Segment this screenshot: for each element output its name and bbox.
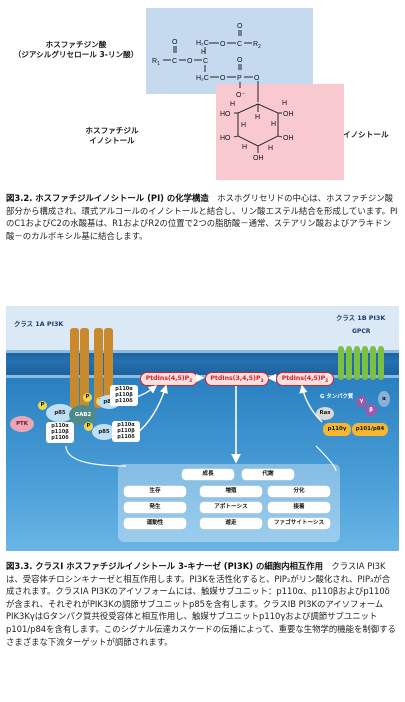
figure-3-2-caption: 図3.2. ホスファチジルイノシトール (PI) の化学構造 ホスホグリセリドの…: [6, 192, 398, 242]
gpcr-label: GPCR: [352, 328, 371, 335]
svg-text:H: H: [255, 114, 260, 121]
svg-text:H: H: [282, 100, 287, 107]
phosphatidic-acid-box: [146, 8, 313, 94]
p101-p84: p101/p84: [352, 423, 388, 436]
class1b-title: クラス 1B PI3K: [336, 314, 386, 322]
output-phagocytosis: ファゴサイトーシス: [268, 518, 330, 529]
pi-structure-diagram: R1 C O O H₂C C H H₂C O C O R2 O P O O⁻ O: [146, 8, 344, 180]
g-gamma: γ: [356, 396, 367, 407]
output-proliferation: 増殖: [200, 486, 262, 497]
p85-protein-1: p85: [46, 404, 74, 422]
output-migration: 遊走: [200, 518, 262, 529]
svg-text:OH: OH: [283, 111, 294, 118]
gpcr-receptor: [338, 340, 390, 384]
g-beta: β: [365, 404, 377, 416]
svg-text:O: O: [237, 57, 243, 64]
svg-text:O: O: [220, 41, 226, 48]
p110-gamma: p110γ: [323, 423, 351, 436]
svg-text:H: H: [271, 121, 276, 128]
svg-text:C: C: [203, 58, 208, 65]
pathway-arrows: [65, 373, 337, 472]
class1a-title: クラス 1A PI3K: [14, 320, 64, 328]
svg-text:O: O: [172, 39, 178, 46]
r2-group: R2: [253, 41, 261, 50]
svg-text:O: O: [237, 23, 243, 30]
svg-text:O: O: [220, 75, 226, 82]
svg-text:HO: HO: [220, 111, 231, 118]
svg-text:H: H: [268, 145, 273, 152]
output-motility: 運動性: [124, 518, 186, 529]
svg-text:H: H: [201, 49, 206, 56]
inositol-label: イノシトール: [343, 130, 389, 139]
svg-text:O: O: [254, 75, 260, 82]
rtk-receptor-2: [80, 328, 89, 408]
caption-title: 図3.2. ホスファチジルイノシトール (PI) の化学構造: [6, 193, 209, 203]
p-marker-1: P: [38, 401, 47, 410]
output-metabolism: 代謝: [242, 469, 294, 480]
svg-text:H: H: [230, 101, 235, 108]
svg-text:P: P: [237, 75, 242, 82]
output-adhesion: 接着: [268, 502, 330, 513]
figure-3-2: ホスファチジン酸 （ジアシルグリセロール 3-リン酸） ホスファチジル イノシト…: [0, 0, 405, 190]
svg-text:OH: OH: [283, 135, 294, 142]
svg-text:H: H: [242, 144, 247, 151]
svg-text:C: C: [172, 58, 177, 65]
g-protein-label: G タンパク質: [320, 394, 354, 400]
rtk-receptor-4: [104, 328, 113, 408]
rtk-receptor-1: [70, 328, 79, 408]
g-alpha: α: [378, 391, 390, 407]
p-marker-4: P: [84, 422, 93, 431]
output-growth: 成長: [182, 469, 234, 480]
output-development: 発生: [124, 502, 186, 513]
svg-text:HO: HO: [220, 135, 231, 142]
svg-text:O⁻: O⁻: [236, 92, 245, 99]
figure-3-3-caption: 図3.3. クラスI ホスファチジルイノシトール 3-キナーゼ (PI3K) の…: [6, 560, 398, 648]
output-apoptosis: アポトーシス: [200, 502, 262, 513]
caption-body: ホスホグリセリドの中心は、ホスファチジン酸部分から構成され、環式アルコールのイノ…: [6, 193, 398, 241]
ras-protein: Ras: [316, 407, 334, 420]
output-differentiation: 分化: [268, 486, 330, 497]
gab2-protein: GAB2: [69, 405, 97, 425]
output-survival: 生存: [124, 486, 186, 497]
svg-text:H₂C: H₂C: [196, 75, 209, 82]
caption-body: クラスIA PI3Kは、受容体チロシンキナーゼと相互作用します。PI3Kを活性化…: [6, 561, 396, 647]
inositol-box: [216, 84, 344, 180]
p-marker-2: P: [83, 393, 92, 402]
p85-protein-3: p85: [92, 424, 116, 440]
svg-text:C: C: [237, 41, 242, 48]
rtk-receptor-3: [94, 328, 103, 408]
svg-text:H₂C: H₂C: [196, 40, 209, 47]
r1-group: R1: [152, 58, 160, 67]
ptk-protein: PTK: [10, 416, 34, 432]
svg-text:OH: OH: [253, 155, 264, 162]
svg-text:H: H: [241, 122, 246, 129]
phosphatidylinositol-label: ホスファチジル イノシトール: [85, 126, 139, 145]
svg-text:O: O: [187, 58, 193, 65]
phosphatidic-acid-label: ホスファチジン酸 （ジアシルグリセロール 3-リン酸）: [13, 40, 139, 59]
caption-title: 図3.3. クラスI ホスファチジルイノシトール 3-キナーゼ (PI3K) の…: [6, 561, 323, 571]
